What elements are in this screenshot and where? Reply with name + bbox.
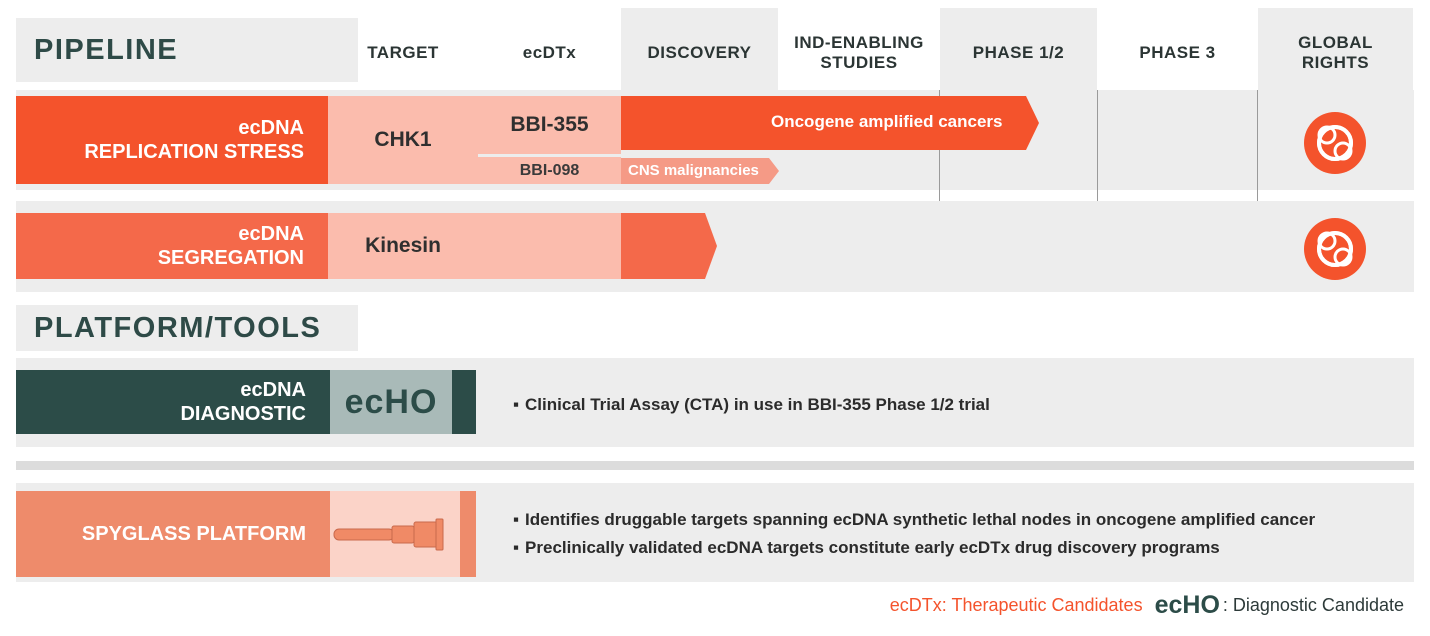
diagnostic-label-line1: ecDNA (240, 379, 306, 401)
row2-progress-arrow (621, 213, 717, 279)
platform-title: PLATFORM/TOOLS (34, 311, 322, 344)
spyglass-icon (333, 518, 444, 551)
row1-target: CHK1 (328, 96, 478, 184)
row1-candidate2-name: BBI-098 (478, 157, 621, 184)
column-header-target: TARGET (367, 42, 439, 62)
row1-candidate1-name: BBI-355 (478, 96, 621, 154)
diagnostic-logo-edge (452, 370, 476, 434)
spyglass-label: SPYGLASS PLATFORM (16, 491, 330, 577)
platform-title-band (16, 305, 358, 351)
header-band-global (1258, 8, 1413, 90)
spyglass-bullet-1: Identifies druggable targets spanning ec… (513, 506, 1315, 534)
legend-echo-logo: ecHO (1154, 591, 1220, 619)
row1-label-line1: ecDNA (238, 117, 304, 139)
row1-label-line2: REPLICATION STRESS (84, 141, 304, 163)
spyglass-edge (460, 491, 476, 577)
spyglass-bullets: Identifies druggable targets spanning ec… (513, 506, 1315, 562)
row1-label: ecDNA REPLICATION STRESS (16, 96, 328, 184)
diagnostic-bullets: Clinical Trial Assay (CTA) in use in BBI… (513, 391, 990, 419)
diagnostic-label: ecDNA DIAGNOSTIC (16, 370, 330, 434)
legend: ecDTx: Therapeutic Candidates ecHO : Dia… (890, 591, 1404, 620)
column-header-ind-line2: STUDIES (820, 53, 898, 72)
diagnostic-logo-box: ecHO (330, 370, 452, 434)
column-header-ecdtx: ecDTx (522, 42, 577, 62)
row2-label: ecDNA SEGREGATION (16, 213, 328, 279)
column-header-global-line2: RIGHTS (1301, 53, 1370, 72)
row1-candidate2-progress-arrow (621, 158, 779, 184)
diagnostic-bullet: Clinical Trial Assay (CTA) in use in BBI… (513, 391, 990, 419)
gridline-phase12 (939, 90, 940, 292)
legend-ecdtx: ecDTx: Therapeutic Candidates (889, 595, 1143, 615)
header-band-discovery (621, 8, 778, 90)
row1-candidate1-indication: Oncogene amplified cancers (771, 112, 1003, 131)
section-divider (16, 461, 1414, 470)
row1-candidate2-indication: CNS malignancies (628, 162, 759, 179)
gridline-phase3 (1097, 90, 1098, 292)
spyglass-label-text: SPYGLASS PLATFORM (81, 523, 306, 545)
global-rights-icon (1304, 218, 1366, 280)
row2-ecdtx-cell (478, 213, 621, 279)
column-header-phase12: PHASE 1/2 (972, 42, 1065, 62)
column-header-phase3: PHASE 3 (1139, 42, 1216, 62)
header-band-phase12 (940, 8, 1097, 90)
row1-candidate1-progress-arrow (621, 96, 1039, 150)
gridline-global (1257, 90, 1258, 292)
column-header-ind-enabling: IND-ENABLING STUDIES (778, 30, 940, 76)
row2-target: Kinesin (328, 213, 478, 279)
column-header-ind-line1: IND-ENABLING (794, 32, 924, 52)
header-title-band (16, 18, 358, 82)
spyglass-bullet-2: Preclinically validated ecDNA targets co… (513, 534, 1315, 562)
echo-logo: ecHO (344, 382, 438, 421)
diagnostic-label-line2: DIAGNOSTIC (180, 403, 306, 425)
row2-label-line2: SEGREGATION (157, 247, 304, 269)
global-rights-icon (1304, 112, 1366, 174)
column-header-discovery: DISCOVERY (647, 42, 752, 62)
column-header-global-line1: GLOBAL (1298, 32, 1373, 52)
pipeline-title: PIPELINE (34, 33, 179, 66)
column-header-global-rights: GLOBAL RIGHTS (1258, 30, 1413, 76)
legend-diag: : Diagnostic Candidate (1222, 595, 1404, 615)
row2-label-line1: ecDNA (238, 223, 304, 245)
